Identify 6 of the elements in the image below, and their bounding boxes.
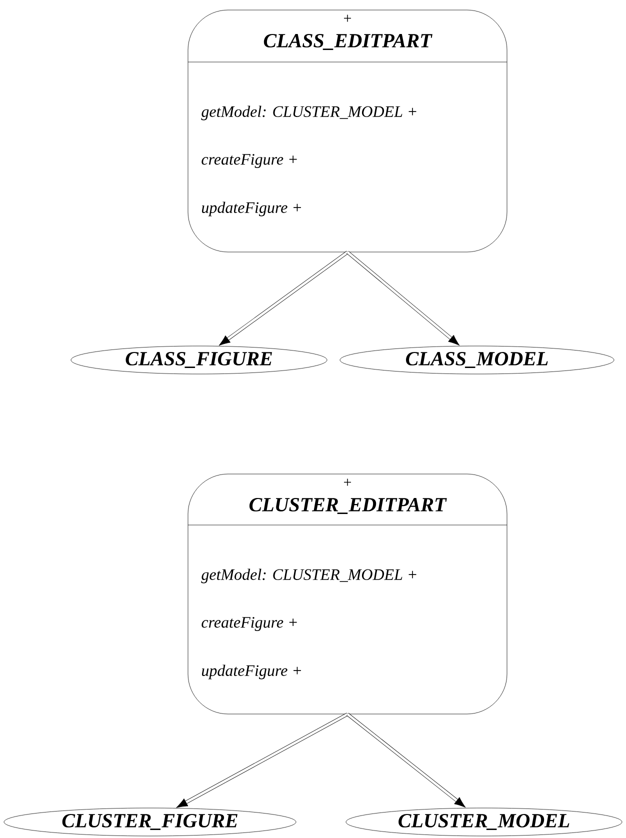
arrow <box>346 712 466 808</box>
arrow <box>346 250 460 346</box>
arrow <box>218 250 348 346</box>
class-box: + CLUSTER_EDITPART getModel: CLUSTER_MODEL + createFigure + updateFigure + <box>188 474 508 714</box>
class-box: + CLASS_EDITPART getModel: CLUSTER_MODEL + createFigure + updateFigure + <box>188 10 508 252</box>
arrow <box>176 712 348 808</box>
